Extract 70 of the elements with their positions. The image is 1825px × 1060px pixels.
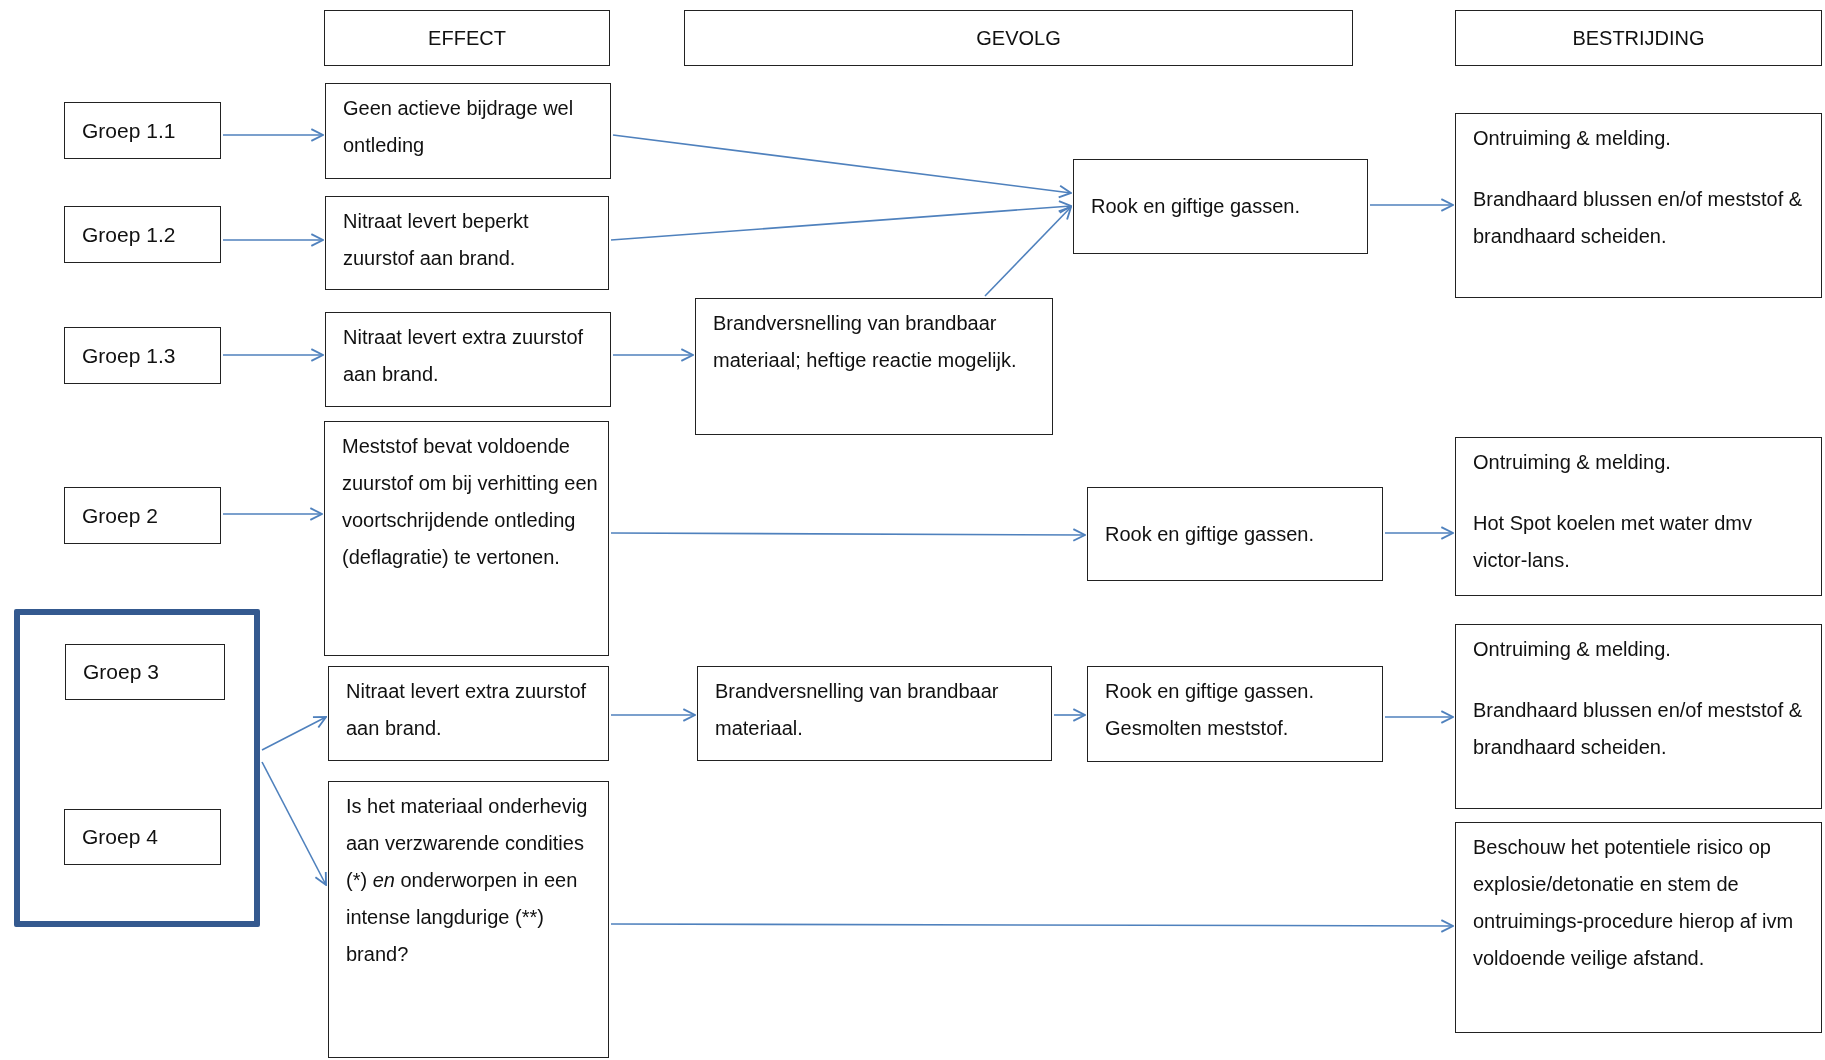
- group-box: [65, 644, 225, 700]
- box-text: Groep 1.3: [82, 343, 176, 368]
- column-header: [324, 10, 610, 66]
- box-text: Groep 3: [83, 660, 159, 684]
- box-text: Beschouw het potentiele risico op explosie/detonatie en stem de ontruimings-procedure hierop af ivm voldoende veilige afstand.: [1473, 835, 1795, 971]
- box-text: Ontruiming & melding.: [1473, 126, 1672, 151]
- box-text: Brandhaard blussen en/of meststof & brandhaard scheiden.: [1473, 187, 1804, 249]
- box-text: Groep 1.2: [82, 222, 176, 247]
- arrow: [612, 348, 694, 362]
- arrow: [610, 200, 1072, 241]
- box-text: GEVOLG: [976, 26, 1061, 50]
- arrow: [610, 708, 696, 722]
- box-text: Is het materiaal onderhevig aan verzwarende condities (*) en onderworpen in een intense langdurige (**) brand?: [346, 794, 589, 967]
- arrow: [1369, 198, 1454, 212]
- arrow: [612, 134, 1072, 199]
- box-text: Ontruiming & melding.: [1473, 637, 1672, 662]
- action-box: [1455, 624, 1822, 809]
- action-box: [1455, 113, 1822, 298]
- box-text: Nitraat levert extra zuurstof aan brand.: [346, 679, 588, 741]
- group-box: [64, 487, 221, 544]
- box-text: Brandversnelling van brandbaar materiaal; heftige reactie mogelijk.: [713, 311, 1018, 373]
- box-text: Groep 1.1: [82, 118, 176, 143]
- arrow: [610, 919, 1454, 933]
- arrow: [610, 528, 1086, 542]
- consequence-box: [695, 298, 1053, 435]
- box-text: Nitraat levert beperkt zuurstof aan brand.: [343, 209, 530, 271]
- box-text: Rook en giftige gassen.: [1105, 679, 1316, 704]
- arrow: [222, 348, 324, 362]
- arrow: [222, 233, 324, 247]
- effect-box: [328, 781, 609, 1058]
- group-box: [64, 327, 221, 384]
- box-text: Geen actieve bijdrage wel ontleding: [343, 96, 575, 158]
- box-text: EFFECT: [428, 26, 506, 50]
- arrow: [222, 128, 324, 142]
- effect-box: [325, 312, 611, 407]
- column-header: [1455, 10, 1822, 66]
- consequence-box: [1087, 487, 1383, 581]
- arrow: [1384, 710, 1454, 724]
- consequence-box: [1087, 666, 1383, 762]
- action-box: [1455, 822, 1822, 1033]
- box-text: Brandhaard blussen en/of meststof & brandhaard scheiden.: [1473, 698, 1804, 760]
- box-text: Meststof bevat voldoende zuurstof om bij verhitting een voortschrijdende ontleding (deflagratie) te vertonen.: [342, 434, 598, 570]
- effect-box: [324, 421, 609, 656]
- effect-box: [325, 83, 611, 179]
- box-text: Rook en giftige gassen.: [1105, 521, 1316, 547]
- group-box: [64, 102, 221, 159]
- group-box: [64, 809, 221, 865]
- effect-box: [325, 196, 609, 290]
- box-text: Groep 4: [82, 825, 158, 849]
- consequence-box: [1073, 159, 1368, 254]
- consequence-box: [697, 666, 1052, 761]
- arrow: [1384, 526, 1454, 540]
- arrow: [1053, 708, 1086, 722]
- arrow: [261, 761, 327, 886]
- box-text: BESTRIJDING: [1572, 26, 1705, 50]
- box-text: Groep 2: [82, 503, 158, 528]
- box-text: Nitraat levert extra zuurstof aan brand.: [343, 325, 585, 387]
- group-box: [64, 206, 221, 263]
- box-text: Brandversnelling van brandbaar materiaal.: [715, 679, 1000, 741]
- box-text: Gesmolten meststof.: [1105, 716, 1290, 741]
- box-text: Rook en giftige gassen.: [1091, 194, 1302, 219]
- group-frame: [14, 609, 260, 927]
- box-text: Hot Spot koelen met water dmv victor-lans.: [1473, 511, 1753, 573]
- action-box: [1455, 437, 1822, 596]
- box-text: Ontruiming & melding.: [1473, 450, 1672, 475]
- arrow: [261, 716, 327, 751]
- effect-box: [328, 666, 609, 761]
- arrow: [984, 206, 1072, 297]
- arrow: [222, 507, 323, 521]
- column-header: [684, 10, 1353, 66]
